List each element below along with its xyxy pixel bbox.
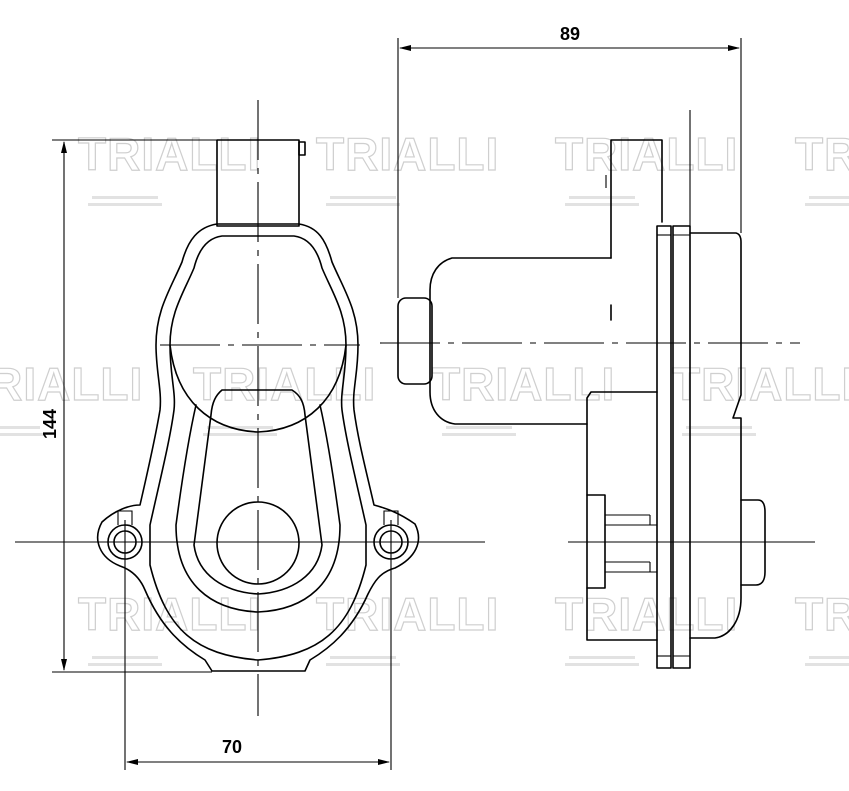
watermark-12: TRIALLI — [794, 587, 849, 666]
flange-1 — [656, 225, 672, 669]
watermark-3: TRIALLI — [554, 127, 738, 206]
dimension-70-label: 70 — [222, 737, 242, 757]
watermark-5: TRIALLI — [0, 357, 143, 436]
housing-inner — [149, 235, 367, 661]
housing-outline — [96, 223, 420, 672]
watermark-1: TRIALLI — [77, 127, 261, 206]
watermark-4: TRIALLI — [794, 127, 849, 206]
rear-housing — [689, 232, 742, 639]
dimension-70: 70 — [126, 737, 390, 765]
watermark-10: TRIALLI — [315, 587, 499, 666]
side-connector — [610, 139, 663, 321]
svg-text:TRIALLI: TRIALLI — [432, 358, 615, 410]
watermark-2: TRIALLI — [315, 127, 499, 206]
motor-body — [429, 257, 612, 425]
gearbox-block — [586, 391, 658, 641]
svg-text:TRIALLI: TRIALLI — [78, 128, 261, 180]
dimension-144-label: 144 — [40, 409, 60, 439]
svg-text:TRIALLI: TRIALLI — [193, 358, 376, 410]
dimension-89: 89 — [397, 24, 742, 298]
svg-text:TRIALLI: TRIALLI — [555, 128, 738, 180]
watermark-11: TRIALLI — [554, 587, 738, 666]
svg-text:TRIALLI: TRIALLI — [795, 128, 849, 180]
watermarks: TRIALLI TRIALLI TRIALLI TRIALLI TRIALLI … — [0, 127, 849, 666]
side-view — [397, 139, 766, 669]
watermark-9: TRIALLI — [77, 587, 261, 666]
motor-end-cap — [397, 297, 433, 385]
svg-text:TRIALLI: TRIALLI — [795, 588, 849, 640]
svg-text:TRIALLI: TRIALLI — [0, 358, 143, 410]
front-center-lines — [15, 100, 485, 770]
dimension-89-label: 89 — [560, 24, 580, 44]
svg-text:TRIALLI: TRIALLI — [555, 588, 738, 640]
connector-latch — [298, 141, 306, 156]
side-center-lines — [380, 110, 815, 543]
dimension-144: 144 — [40, 139, 217, 673]
watermark-8: TRIALLI — [671, 357, 849, 436]
flange-2 — [672, 225, 691, 669]
svg-text:TRIALLI: TRIALLI — [672, 358, 849, 410]
watermark-7: TRIALLI — [431, 357, 615, 436]
svg-text:TRIALLI: TRIALLI — [316, 128, 499, 180]
